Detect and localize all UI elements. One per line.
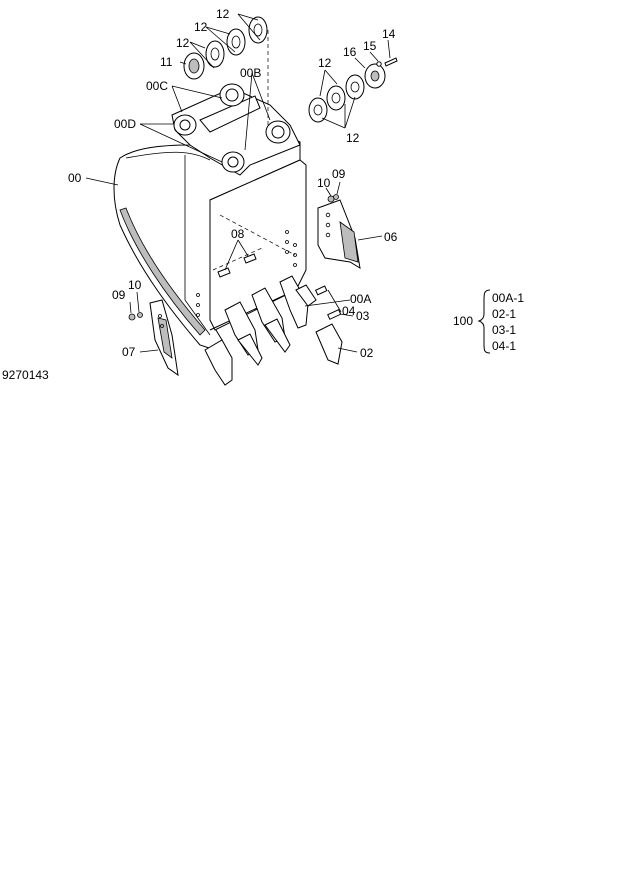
callout-00C: 00C <box>146 79 168 93</box>
callouts: 00 12 12 12 11 00C 00B 00D 12 12 16 15 1… <box>68 7 398 360</box>
callout-10: 10 <box>317 176 331 190</box>
callout-16: 16 <box>343 45 357 59</box>
callout-12: 12 <box>346 131 360 145</box>
kit-item: 00A-1 <box>492 291 524 305</box>
kit-brace <box>477 289 491 354</box>
callout-03: 03 <box>356 309 370 323</box>
callout-00D: 00D <box>114 117 136 131</box>
callout-09: 09 <box>332 167 346 181</box>
drawing-number: 9270143 <box>2 368 49 382</box>
kit-item: 02-1 <box>492 307 516 321</box>
fasteners <box>128 194 339 321</box>
side-cutter-left <box>149 299 179 377</box>
callout-12: 12 <box>194 20 208 34</box>
callout-12: 12 <box>176 36 190 50</box>
callout-00B: 00B <box>240 66 261 80</box>
callout-12: 12 <box>216 7 230 21</box>
callout-00: 00 <box>68 171 82 185</box>
callout-09: 09 <box>112 288 126 302</box>
kit-item: 03-1 <box>492 323 516 337</box>
bucket-teeth <box>204 275 343 386</box>
leader-lines <box>85 13 391 353</box>
callout-12: 12 <box>318 56 332 70</box>
side-cutter-right <box>317 199 361 269</box>
shims-right <box>308 57 398 123</box>
callout-00A: 00A <box>350 292 371 306</box>
kit-item: 04-1 <box>492 339 516 353</box>
callout-04: 04 <box>342 304 356 318</box>
callout-11: 11 <box>160 55 173 69</box>
callout-02: 02 <box>360 346 374 360</box>
callout-08: 08 <box>231 227 245 241</box>
callout-10: 10 <box>128 278 142 292</box>
callout-07: 07 <box>122 345 136 359</box>
callout-14: 14 <box>382 27 396 41</box>
callout-06: 06 <box>384 230 398 244</box>
kit-100: 100 00A-1 02-1 03-1 04-1 <box>453 289 524 354</box>
kit-number: 100 <box>453 314 473 328</box>
callout-15: 15 <box>363 39 377 53</box>
